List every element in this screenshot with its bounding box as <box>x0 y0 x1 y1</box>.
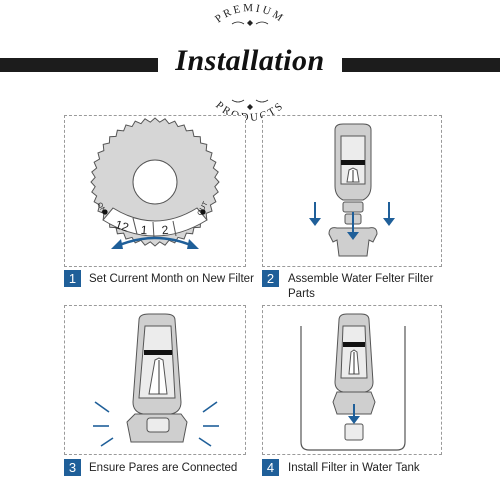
connected-filter-illustration <box>93 313 219 447</box>
step-3-label: Ensure Pares are Connected <box>89 462 238 474</box>
step-3-number: 3 <box>64 459 81 476</box>
down-arrow-icon <box>348 404 360 424</box>
step-4-label: Install Filter in Water Tank <box>288 462 420 474</box>
header: PREMIUM PRODUCTS Installation <box>0 0 500 125</box>
page-title: Installation <box>175 44 325 77</box>
step-1-label: Set Current Month on New Filter <box>89 273 254 285</box>
step-2-number: 2 <box>262 270 279 287</box>
banner-bar-right <box>342 58 500 72</box>
water-tank <box>300 326 406 451</box>
flourish-icon <box>231 21 269 103</box>
step-2-panel <box>262 115 442 267</box>
dial-month-2: 2 <box>161 223 169 238</box>
month-dial-illustration: 12 1 2 ON OUT <box>90 117 220 249</box>
step-4-number: 4 <box>262 459 279 476</box>
impact-lines-icon <box>93 401 219 447</box>
down-arrow-icon <box>309 202 395 240</box>
step-1-number: 1 <box>64 270 81 287</box>
dial-month-1: 1 <box>140 223 148 238</box>
assemble-parts-illustration <box>309 123 395 257</box>
step-2-label: Assemble Water Felter Filter Parts <box>288 273 434 300</box>
step-1-panel: 12 1 2 ON OUT <box>64 115 246 267</box>
step-4-panel <box>262 305 442 455</box>
install-tank-illustration <box>300 313 406 451</box>
dial-label-on: ON <box>95 202 106 215</box>
banner-bar-left <box>0 58 158 72</box>
rotate-arrow-icon <box>111 236 199 249</box>
step-3-panel <box>64 305 246 455</box>
dial-month-12: 12 <box>113 217 130 235</box>
diamond-icon <box>247 20 253 110</box>
